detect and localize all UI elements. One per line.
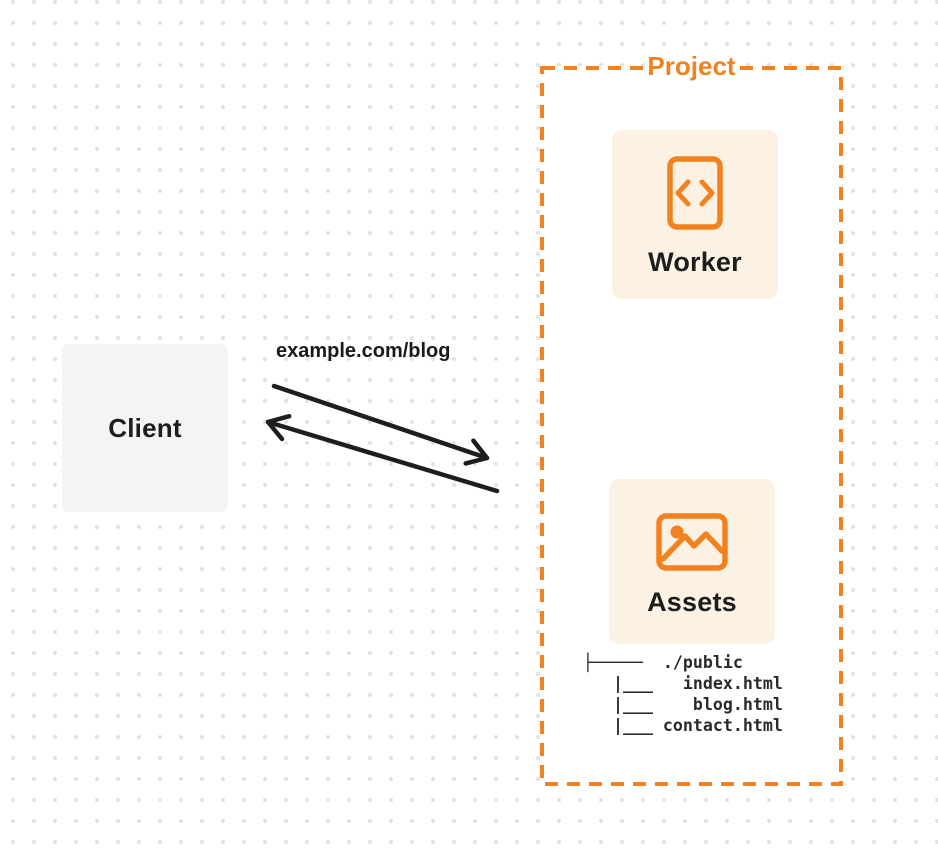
project-label: Project: [644, 51, 739, 81]
request-url-label: example.com/blog: [276, 340, 451, 362]
project-boundary: Project Worker Assets ├───── ./p: [540, 51, 843, 786]
assets-card: Assets: [609, 479, 775, 644]
file-tree-item: |___ contact.html: [583, 716, 783, 735]
worker-label: Worker: [648, 247, 742, 277]
request-arrow-head: [463, 438, 490, 466]
file-tree: ├───── ./public |___ index.html |___ blo…: [583, 652, 783, 736]
project-dashed-border: [540, 66, 843, 786]
code-file-icon: [667, 156, 723, 230]
request-arrow-shaft: [271, 383, 490, 461]
file-tree-item: |___ blog.html: [583, 695, 783, 714]
worker-card: Worker: [612, 130, 778, 299]
image-icon: [656, 513, 728, 571]
response-arrow-head: [265, 413, 292, 442]
file-tree-item: |___ index.html: [583, 674, 783, 693]
client-node: Client: [62, 344, 228, 512]
file-tree-root: ├───── ./public: [583, 653, 743, 672]
response-arrow-shaft: [265, 419, 500, 494]
client-label: Client: [108, 412, 182, 443]
assets-label: Assets: [647, 587, 737, 617]
